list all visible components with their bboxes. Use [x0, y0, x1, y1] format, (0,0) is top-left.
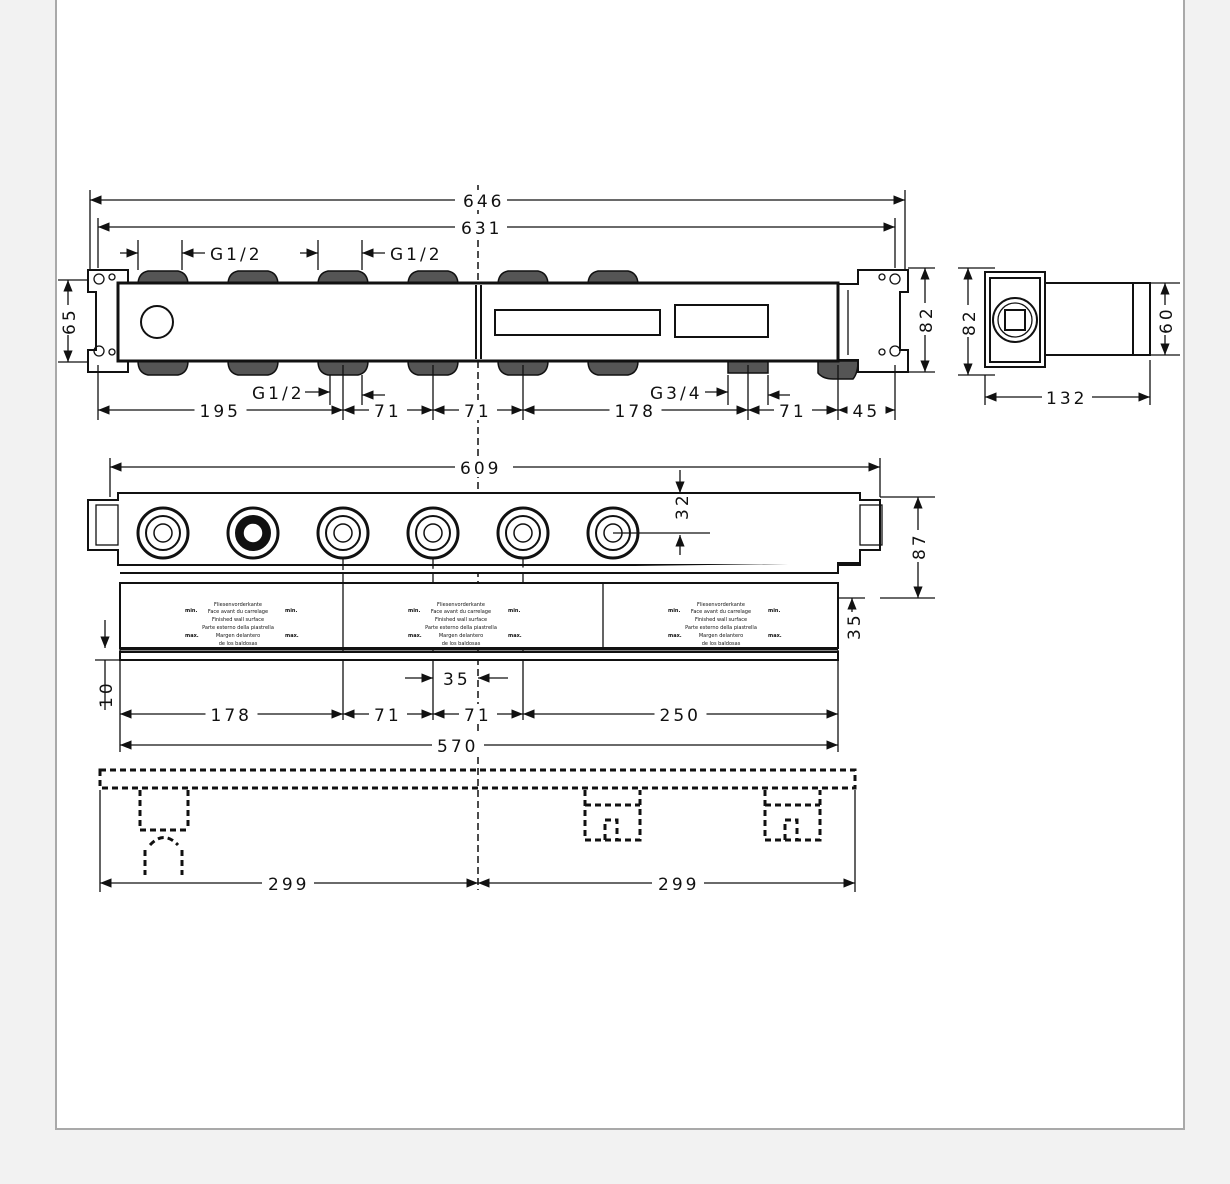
dim-label: 250 — [660, 706, 701, 726]
min-max-label: min. — [185, 608, 197, 614]
dim-label-570: 570 — [437, 737, 478, 757]
installation-outline-view: 299 299 — [98, 768, 857, 895]
min-max-label: min. — [668, 608, 680, 614]
dim-label-132: 132 — [1046, 389, 1087, 409]
strip-label: de los baldosas — [219, 641, 258, 647]
dim-label: 71 — [464, 706, 492, 726]
dim-label: 178 — [615, 402, 656, 422]
dim-label-299-left: 299 — [268, 875, 309, 895]
strip-label: Margen delantero — [216, 633, 260, 639]
min-max-label: max. — [508, 633, 522, 639]
dim-label-299-right: 299 — [658, 875, 699, 895]
valve-body-front — [87, 492, 881, 566]
control-knob-outline — [140, 305, 174, 339]
side-view: 82 60 132 — [958, 267, 1180, 409]
strip-label: Parte esterno della piastrella — [685, 625, 757, 631]
min-max-label: min. — [768, 608, 780, 614]
dim-label: 71 — [779, 402, 807, 422]
strip-label: Face avant du carrelage — [691, 609, 751, 615]
strip-label: Parte esterno della piastrella — [202, 625, 274, 631]
strip-label: Face avant du carrelage — [208, 609, 268, 615]
dim-label-631: 631 — [461, 219, 502, 239]
dim-label-35-vertical: 35 — [845, 612, 865, 640]
strip-label: Margen delantero — [699, 633, 743, 639]
dim-label-82: 82 — [960, 308, 980, 336]
strip-label: de los baldosas — [702, 641, 741, 647]
outlet-port — [227, 360, 279, 376]
outlet-port — [587, 360, 639, 376]
strip-label: Finished wall surface — [695, 617, 747, 623]
dim-label-82: 82 — [917, 305, 937, 333]
dim-label-32: 32 — [673, 492, 693, 520]
thread-label: G1/2 — [252, 384, 305, 404]
min-max-label: min. — [285, 608, 297, 614]
thread-label: G1/2 — [210, 245, 263, 265]
top-view: 646 631 G1/2 G1/2 65 82 — [58, 190, 937, 422]
dim-label-10: 10 — [97, 680, 117, 708]
dim-label-65: 65 — [60, 307, 80, 335]
min-max-label: max. — [285, 633, 299, 639]
dim-label-35: 35 — [443, 670, 471, 690]
min-max-label: max. — [185, 633, 199, 639]
dim-label: 71 — [374, 402, 402, 422]
dim-label-609: 609 — [460, 459, 501, 479]
strip-label: Finished wall surface — [435, 617, 487, 623]
module-cutout — [674, 304, 769, 338]
strip-label: Finished wall surface — [212, 617, 264, 623]
strip-label: de los baldosas — [442, 641, 481, 647]
strip-label: Fliesenvorderkante — [697, 602, 745, 608]
min-max-label: max. — [668, 633, 682, 639]
module-cutout — [494, 309, 661, 336]
strip-label: Margen delantero — [439, 633, 483, 639]
min-max-label: max. — [768, 633, 782, 639]
strip-label: Parte esterno della piastrella — [425, 625, 497, 631]
strip-label: Face avant du carrelage — [431, 609, 491, 615]
dim-label-646: 646 — [463, 192, 504, 212]
outlet-port — [137, 360, 189, 376]
dim-label: 195 — [200, 402, 241, 422]
dim-label-60: 60 — [1157, 306, 1177, 334]
strip-label: Fliesenvorderkante — [437, 602, 485, 608]
dim-label: 178 — [211, 706, 252, 726]
right-mounting-bracket — [837, 269, 909, 373]
thread-label: G1/2 — [390, 245, 443, 265]
strip-label: Fliesenvorderkante — [214, 602, 262, 608]
dim-label: 71 — [374, 706, 402, 726]
dim-label-87: 87 — [910, 532, 930, 560]
thread-label: G3/4 — [650, 384, 703, 404]
min-max-label: max. — [408, 633, 422, 639]
min-max-label: min. — [408, 608, 420, 614]
dim-label: 71 — [464, 402, 492, 422]
min-max-label: min. — [508, 608, 520, 614]
dim-label: 45 — [853, 402, 881, 422]
